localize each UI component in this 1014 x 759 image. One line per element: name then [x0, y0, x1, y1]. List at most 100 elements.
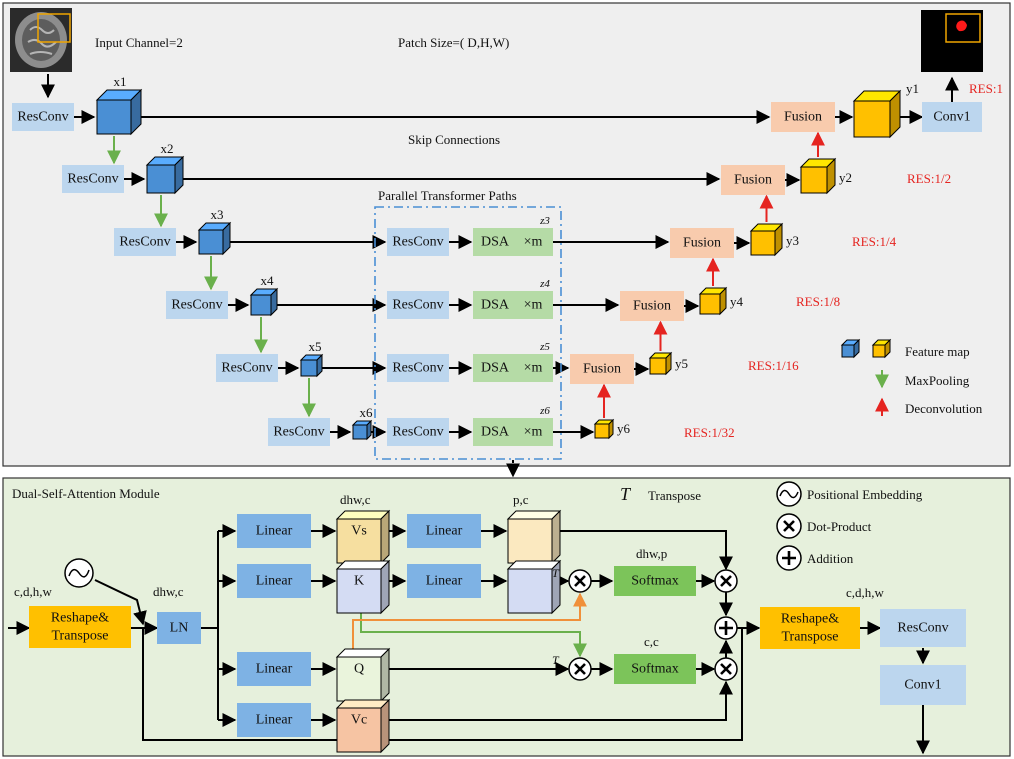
addition-node: [714, 616, 738, 640]
legend-deconvolution: Deconvolution: [905, 401, 983, 416]
encoder-resconv-1-label: ResConv: [17, 110, 68, 125]
x3-feature-cube: [197, 221, 232, 256]
encoder-resconv-6-label: ResConv: [273, 425, 324, 440]
softmax1-dims-label: dhw,p: [636, 546, 667, 561]
skip-connections-label: Skip Connections: [408, 132, 500, 147]
residual-path: [142, 628, 743, 741]
layer-norm-label: LN: [170, 621, 189, 636]
transformer-resconv-3-label: ResConv: [392, 235, 443, 250]
pc-dims-label: p,c: [513, 492, 529, 507]
transformer-resconv-3: ResConv: [387, 228, 449, 256]
segmentation-output-image: [921, 10, 983, 72]
vc-to-multiply-2: [387, 680, 733, 721]
resolution-label-5: RES:1/16: [748, 358, 799, 373]
dsa-repeat-label: ×m: [524, 425, 543, 440]
fusion-1-label: Fusion: [784, 110, 822, 125]
x2-label: x2: [161, 141, 174, 156]
vc-token-cube-label: Vc: [351, 713, 367, 728]
y6-feature-cube: [593, 418, 615, 440]
z6-label: z6: [539, 405, 550, 417]
resolution-label-4: RES:1/8: [796, 294, 840, 309]
x4-feature-cube: [249, 287, 279, 317]
legend-decoder-cube-icon: [871, 338, 892, 359]
y5-label: y5: [675, 356, 688, 371]
dsa-module-title: Dual-Self-Attention Module: [12, 486, 160, 501]
dsa-block-3: DSA×m: [473, 228, 553, 256]
reshape-label-out: Reshape&: [781, 612, 839, 627]
linear-projection-k: Linear: [407, 564, 481, 598]
transformer-resconv-6: ResConv: [387, 418, 449, 446]
x5-feature-cube: [299, 353, 324, 378]
y1-feature-cube: [852, 89, 902, 139]
dsa-block-5: DSA ×m: [473, 354, 553, 382]
positional-embedding-icon: [776, 481, 802, 507]
module-resconv-label: ResConv: [897, 621, 948, 636]
dsa-label: DSA: [481, 361, 510, 376]
x4-label: x4: [261, 273, 275, 288]
y6-label: y6: [617, 421, 631, 436]
dot-product-out-1: [714, 569, 738, 593]
y3-feature-cube: [749, 222, 784, 257]
x1-feature-cube: [95, 88, 143, 136]
legend-maxpooling: MaxPooling: [905, 373, 970, 388]
addition-icon: [776, 545, 802, 571]
parallel-transformer-box: [374, 206, 562, 460]
y1-label: y1: [906, 81, 919, 96]
positional-embedding-node: [64, 558, 94, 588]
encoder-resconv-1: ResConv: [12, 103, 74, 131]
legend-encoder-cube-icon: [840, 338, 861, 359]
transpose-mark-q: T: [552, 653, 560, 667]
vs-token-cube-label: Vs: [351, 524, 367, 539]
k-token-cube: K: [335, 559, 391, 615]
input-dims-label: c,d,h,w: [14, 584, 53, 599]
fusion-2-label: Fusion: [734, 173, 772, 188]
dsa-repeat-label: ×m: [524, 361, 543, 376]
output-conv1-label: Conv1: [933, 110, 970, 125]
z5-label: z5: [539, 341, 550, 353]
top-nodes: ResConvx1ResConvx2ResConvx3ResConvx4ResC…: [12, 74, 1003, 446]
x3-label: x3: [211, 207, 224, 222]
encoder-resconv-6: ResConv: [268, 418, 330, 446]
softmax2-dims-label: c,c: [644, 634, 659, 649]
z3-label: z3: [539, 215, 550, 227]
transpose-symbol: T: [620, 484, 632, 504]
resolution-label-1: RES:1: [969, 81, 1003, 96]
parallel-paths-label: Parallel Transformer Paths: [378, 188, 517, 203]
input-channel-label: Input Channel=2: [95, 35, 183, 50]
transformer-resconv-5-label: ResConv: [392, 361, 443, 376]
fusion-1: Fusion: [771, 102, 835, 132]
module-conv1: Conv1: [880, 665, 966, 705]
encoder-resconv-5: ResConv: [216, 354, 278, 382]
module-resconv: ResConv: [880, 609, 966, 647]
dsa-label: DSA: [481, 425, 510, 440]
q-to-dotproduct-k: [352, 592, 587, 652]
transformer-resconv-6-label: ResConv: [392, 425, 443, 440]
ln-dims-label: dhw,c: [153, 584, 184, 599]
encoder-resconv-2-label: ResConv: [67, 172, 118, 187]
transformer-resconv-5: ResConv: [387, 354, 449, 382]
layer-norm: LN: [157, 612, 201, 644]
output-dims-label: c,d,h,w: [846, 585, 885, 600]
softmax-spatial: Softmax: [614, 566, 696, 596]
pc-token-cube-mid: [506, 559, 562, 615]
x6-feature-cube: [351, 419, 373, 441]
legend-feature-map: Feature map: [905, 344, 970, 359]
softmax-channel: Softmax: [614, 654, 696, 684]
dot-product-out-2: [714, 657, 738, 681]
feature-map-legend-icons: [840, 338, 892, 359]
transformer-resconv-4-label: ResConv: [392, 298, 443, 313]
linear-projection-k-label: Linear: [426, 574, 463, 589]
output-conv1: Conv1: [922, 102, 982, 132]
x5-label: x5: [309, 339, 322, 354]
dsa-block-4: DSA×m: [473, 291, 553, 319]
fusion-5: Fusion: [570, 354, 634, 384]
legend-addition: Addition: [807, 551, 854, 566]
linear-vs: Linear: [237, 514, 311, 548]
x1-label: x1: [114, 74, 127, 89]
reshape-transpose-out: Reshape&Transpose: [760, 607, 860, 649]
vs-token-cube: Vs: [335, 509, 391, 565]
softmax-channel-label: Softmax: [631, 662, 678, 677]
encoder-resconv-3-label: ResConv: [119, 235, 170, 250]
top-connections: [41, 74, 959, 439]
